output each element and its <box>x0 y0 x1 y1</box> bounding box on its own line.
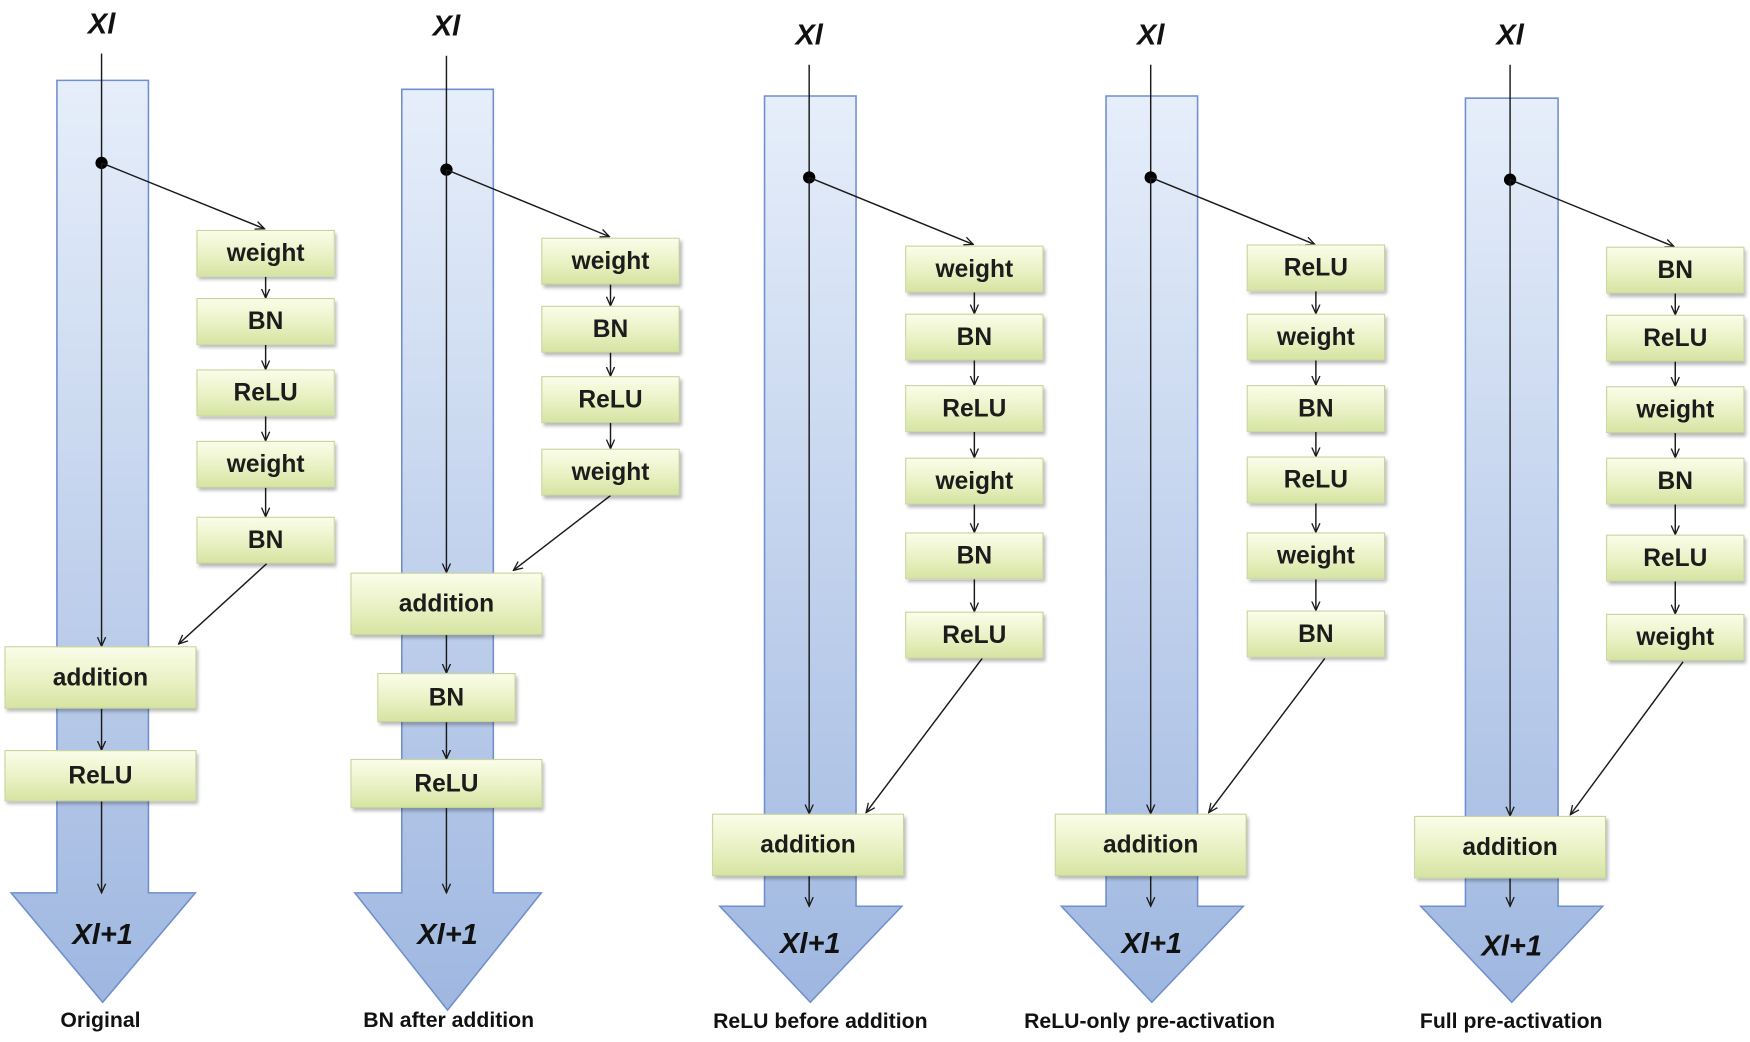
diagram-4-branch-op-1: ReLU <box>1246 244 1386 292</box>
diagram-1-input-label: Xl <box>87 6 116 41</box>
diagram-4-branch-op-2: weight <box>1246 313 1386 361</box>
diagram-4-identity-shaft <box>1059 95 1246 1004</box>
diagram-2-addition-box: addition <box>350 572 543 636</box>
diagram-1-branch-op-3: ReLU <box>196 369 335 417</box>
diagram-4-branch-op-3: BN <box>1246 385 1386 432</box>
diagram-1-merge-arrow <box>179 563 268 644</box>
diagram-5-branch-op-1: BN <box>1606 246 1745 294</box>
diagram-2-branch-op-3: ReLU <box>541 376 680 424</box>
diagram-2-branch-op-1: weight <box>541 237 680 285</box>
diagram-5-branch-op-3: weight <box>1606 386 1745 434</box>
diagram-1-branch-op-2: BN <box>196 297 335 345</box>
diagram-5-fork-arrow <box>1509 179 1674 247</box>
diagram-2-post-op-1: BN <box>377 673 516 723</box>
diagram-3-output-label: Xl+1 <box>780 926 841 960</box>
diagram-4-fork-arrow <box>1150 176 1315 244</box>
diagram-4-branch-op-4: ReLU <box>1246 456 1386 504</box>
diagram-5-merge-arrow <box>1570 661 1684 815</box>
diagram-2-merge-arrow <box>513 494 611 571</box>
diagram-5-branch-op-4: BN <box>1606 457 1745 505</box>
diagram-2-branch-op-4: weight <box>541 448 680 496</box>
diagram-3-branch-op-5: BN <box>905 532 1044 580</box>
diagram-3-merge-arrow <box>866 658 983 812</box>
diagram-2-post-op-2: ReLU <box>350 758 543 809</box>
diagram-3-fork-arrow <box>808 176 973 244</box>
diagram-3-identity-shaft <box>718 95 904 1004</box>
diagram-3-addition-box: addition <box>712 813 905 877</box>
diagram-5-branch-op-2: ReLU <box>1606 314 1745 362</box>
diagram-2-output-label: Xl+1 <box>417 917 478 951</box>
diagram-3-branch-op-2: BN <box>905 313 1044 361</box>
diagram-3-input-label: Xl <box>795 17 823 52</box>
diagram-5-branch-op-6: weight <box>1606 613 1745 661</box>
diagram-2-fork-arrow <box>446 168 609 237</box>
diagram-1-branch-op-1: weight <box>196 229 335 277</box>
diagram-2-input-label: Xl <box>432 8 461 43</box>
diagram-1-caption: Original <box>60 1008 141 1033</box>
diagram-1-branch-op-4: weight <box>196 440 335 488</box>
diagram-5-input-label: Xl <box>1496 17 1524 52</box>
diagram-5-addition-box: addition <box>1414 815 1607 879</box>
diagram-1-addition-box: addition <box>4 646 197 709</box>
diagram-3-caption: ReLU before addition <box>713 1010 928 1034</box>
diagram-5-branch-op-5: ReLU <box>1606 534 1745 582</box>
diagram-4-input-label: Xl <box>1136 17 1165 52</box>
diagram-4-branch-op-6: BN <box>1246 610 1386 658</box>
diagram-4-caption: ReLU-only pre-activation <box>1024 1010 1276 1034</box>
diagram-3-branch-op-4: weight <box>905 457 1044 505</box>
diagram-5-output-label: Xl+1 <box>1481 928 1543 963</box>
diagram-3-branch-op-1: weight <box>905 245 1044 293</box>
diagram-1-post-op-1: ReLU <box>4 750 197 802</box>
diagram-3-branch-op-3: ReLU <box>905 385 1044 432</box>
diagram-1-output-label: Xl+1 <box>72 917 133 951</box>
diagram-2-fork-dot <box>440 163 453 176</box>
diagram-2-branch-op-2: BN <box>541 305 680 353</box>
diagram-4-output-label: Xl+1 <box>1121 926 1183 960</box>
diagram-3-branch-op-6: ReLU <box>905 611 1044 659</box>
diagram-1-fork-arrow <box>101 162 265 229</box>
diagram-2-caption: BN after addition <box>363 1008 535 1033</box>
diagram-2-identity-shaft <box>353 88 543 1012</box>
diagram-4-addition-box: addition <box>1054 813 1247 877</box>
diagram-1-branch-op-5: BN <box>196 516 335 564</box>
diagram-5-identity-shaft <box>1418 97 1605 1004</box>
diagram-4-merge-arrow <box>1209 658 1326 812</box>
diagram-4-branch-op-5: weight <box>1246 532 1386 580</box>
diagram-1-identity-shaft <box>9 79 198 1004</box>
diagram-5-caption: Full pre-activation <box>1419 1010 1603 1034</box>
